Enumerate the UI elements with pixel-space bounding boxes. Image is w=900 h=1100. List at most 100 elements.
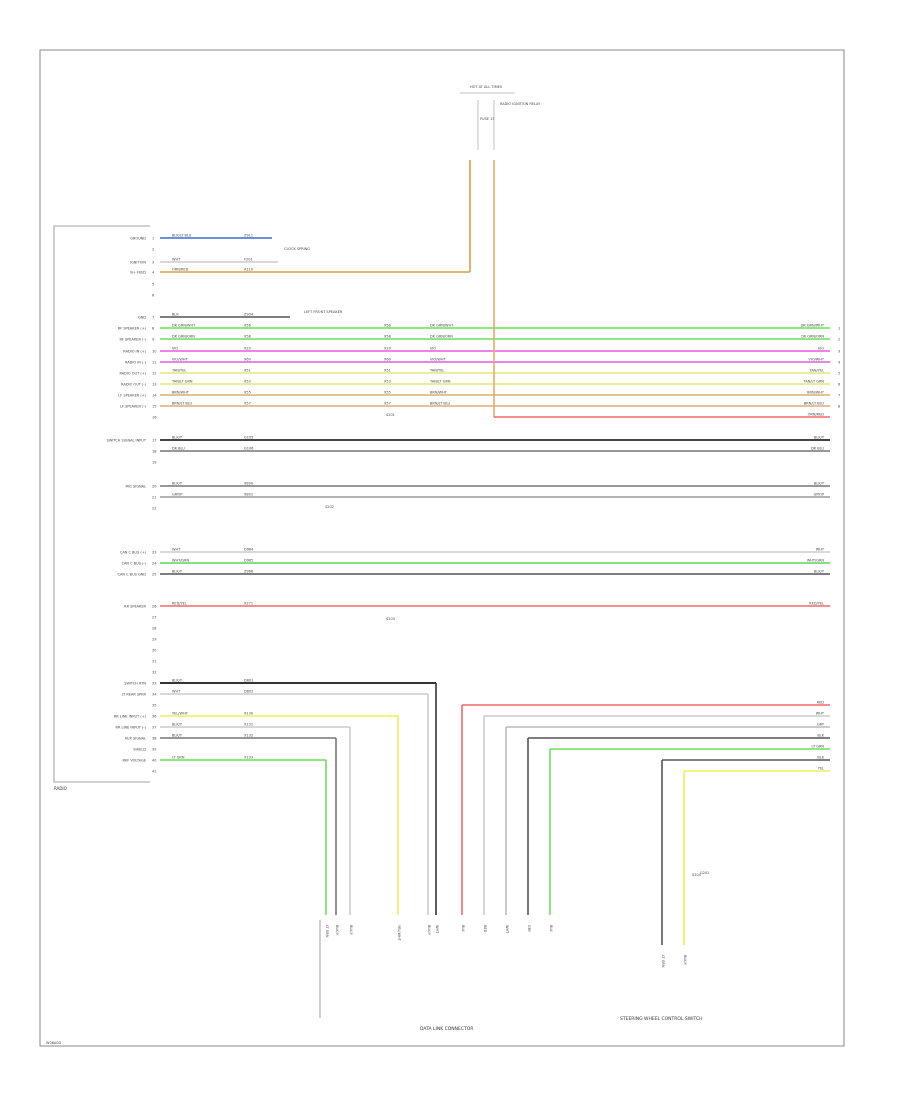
- right-pin: 5: [838, 372, 840, 376]
- right-wire-label: TAN/LT GRN: [802, 380, 824, 384]
- row-pin: 21: [152, 496, 156, 500]
- row-pin: 26: [152, 605, 156, 609]
- circuit-label: D801: [244, 679, 253, 683]
- right-pin: 3: [838, 350, 840, 354]
- mid-circuit-label: X60: [384, 358, 391, 362]
- drop-label: WHT: [435, 925, 439, 934]
- row-label: IGNITION: [130, 261, 146, 265]
- row-pin: 27: [152, 616, 156, 620]
- row-label: SHIELD: [133, 748, 146, 752]
- bottom-right-block-label: STEERING WHEEL CONTROL SWITCH: [620, 1016, 703, 1022]
- row-pin: 36: [152, 715, 156, 719]
- drop-label: RED: [483, 925, 487, 933]
- mid-circuit-label: X58: [384, 335, 391, 339]
- circuit-label: Z904: [244, 313, 254, 317]
- right-pin: 8: [838, 405, 840, 409]
- mid-circuit-label: X57: [384, 402, 391, 406]
- wire-color-label: BRN/WHT: [172, 391, 190, 395]
- right-wire-label: WHT/GRN: [807, 559, 825, 563]
- row-label: AUX SIGNAL: [125, 737, 146, 741]
- wire-color-label: BLK/Y: [172, 679, 183, 683]
- row-pin: 38: [152, 737, 156, 741]
- mid-wire-label: BRN/WHT: [430, 391, 448, 395]
- top-connector-fuse: FUSE 15: [480, 117, 495, 121]
- row-pin: 37: [152, 726, 156, 730]
- wire-color-label: TAN/LT GRN: [171, 380, 193, 384]
- wire-color-label: BLK/Y: [172, 482, 183, 486]
- right-pin: 1: [838, 327, 840, 331]
- row-label: SWITCH SIGNAL INPUT: [107, 439, 147, 443]
- circuit-label: D802: [244, 690, 253, 694]
- wire-color-label: BLK/Y: [172, 570, 183, 574]
- row-pin: 28: [152, 627, 156, 631]
- row-label: RADIO IN (+): [123, 350, 146, 354]
- right-pin: 7: [838, 394, 840, 398]
- clock-spring-note: CLOCK SPRING: [284, 247, 310, 251]
- drop-label: BLK/Y: [427, 925, 431, 936]
- circuit-label: X55: [244, 391, 251, 395]
- circuit-label: X60: [244, 358, 251, 362]
- row-pin: 23: [152, 551, 156, 555]
- right-wire-label: VIO: [818, 347, 824, 351]
- wire-color-label: WHT: [172, 548, 181, 552]
- mid-wire-label: VIO: [430, 347, 436, 351]
- row-pin: 4: [152, 271, 155, 275]
- wire-color-label: GRY/P: [172, 493, 182, 497]
- right-wire-label: WHT: [816, 548, 825, 552]
- wire-color-label: LT GRN: [172, 756, 185, 760]
- right-wire-label: DK GRN/ORN: [801, 335, 824, 339]
- splice-a: S201: [386, 413, 395, 417]
- drop-label: GRY: [527, 925, 531, 933]
- row-label: MIC SIGNAL: [125, 485, 146, 489]
- circuit-label: Z966: [244, 570, 253, 574]
- wire-color-label: TAN/YEL: [171, 369, 186, 373]
- row-pin: 9: [152, 338, 154, 342]
- drop-label: LT GRN: [325, 925, 329, 938]
- ground-note: G201: [700, 871, 709, 875]
- right-wire-label: BLK/Y: [814, 436, 825, 440]
- right-wire-label: BLK/Y: [814, 570, 825, 574]
- wire-color-label: WHT/GRN: [172, 559, 190, 563]
- row-pin: 24: [152, 562, 157, 566]
- footer-code: W06A0D: [46, 1041, 62, 1045]
- right-wire-label: WHT: [816, 712, 825, 716]
- mid-circuit-label: X20: [384, 347, 391, 351]
- row-label: RADIO OUT (+): [119, 372, 146, 376]
- row-pin: 2: [152, 248, 154, 252]
- right-pin: 4: [838, 361, 841, 365]
- circuit-label: X130: [244, 712, 253, 716]
- wire-color-label: DK BLU: [172, 447, 185, 451]
- row-label: CAN C BUS GND: [118, 573, 147, 577]
- mid-wire-label: TAN/YEL: [429, 369, 444, 373]
- row-pin: 11: [152, 361, 156, 365]
- row-pin: 3: [152, 261, 154, 265]
- mid-wire-label: BRN/LT BLU: [430, 402, 451, 406]
- right-wire-label: DK GRN/WHT: [801, 324, 825, 328]
- row-label: RF SPEAKER (+): [118, 327, 147, 331]
- drop-label: BLK/Y: [683, 955, 687, 966]
- fused-feed-label: ORN/RED: [808, 413, 825, 417]
- right-wire-label: TAN/YEL: [809, 369, 824, 373]
- row-label: CAN C BUS (+): [120, 551, 147, 555]
- drop-label: WHT: [505, 925, 509, 934]
- wire-color-label: VIO: [172, 347, 178, 351]
- circuit-label: X56: [244, 324, 251, 328]
- circuit-label: Z911: [244, 234, 253, 238]
- row-pin: 41: [152, 770, 156, 774]
- splice-b: S202: [325, 505, 334, 509]
- row-pin: 13: [152, 383, 156, 387]
- row-pin: 39: [152, 748, 156, 752]
- wire-color-label: BLK/Y: [172, 723, 183, 727]
- drop-label: BLK: [461, 925, 465, 932]
- row-pin: 19: [152, 461, 156, 465]
- row-pin: 6: [152, 294, 154, 298]
- row-pin: 30: [152, 649, 156, 653]
- row-label: GND: [138, 316, 146, 320]
- right-wire-label: BLK: [817, 734, 824, 738]
- row-label: RF SPEAKER (-): [119, 338, 146, 342]
- row-pin: 17: [152, 439, 156, 443]
- circuit-label: X131: [244, 723, 253, 727]
- row-label: RADIO OUT (-): [121, 383, 146, 387]
